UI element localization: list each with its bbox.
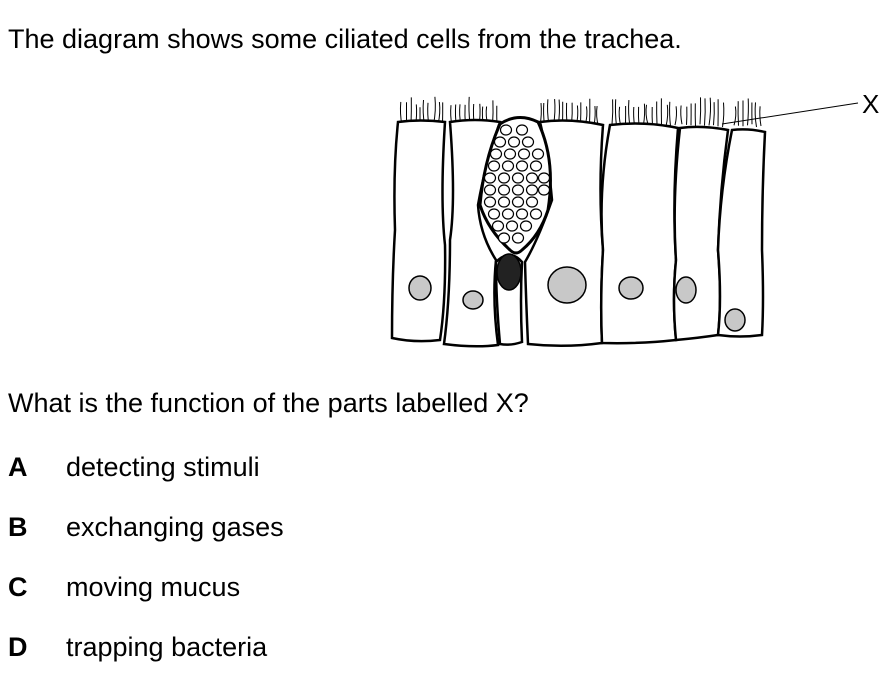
cell-5	[599, 122, 680, 345]
option-c-text: moving mucus	[66, 572, 241, 602]
option-c-letter: C	[8, 572, 28, 602]
mucus-granule	[511, 232, 525, 244]
cilium	[680, 105, 683, 125]
label-x-leader-line	[721, 102, 859, 125]
cilium	[722, 102, 725, 128]
cell-7	[716, 128, 767, 338]
mucus-granule	[529, 160, 543, 172]
option-a-text: detecting stimuli	[66, 452, 260, 482]
cilium	[747, 98, 749, 126]
cilium	[704, 98, 706, 126]
mucus-granule	[487, 160, 501, 172]
mucus-granule	[505, 220, 519, 232]
mucus-granule	[511, 196, 525, 208]
ciliated-cells-diagram: X	[390, 89, 879, 348]
cilium	[665, 104, 669, 127]
intro-text: The diagram shows some ciliated cells fr…	[8, 24, 682, 54]
mucus-granule	[493, 136, 507, 148]
mucus-granule	[515, 124, 529, 136]
cilium	[754, 102, 757, 128]
mucus-granule	[531, 148, 545, 160]
nucleus-7	[724, 308, 746, 332]
cilium	[669, 101, 671, 127]
mucus-granule	[515, 160, 529, 172]
cilium	[699, 97, 702, 125]
mucus-granule	[497, 172, 511, 184]
mucus-granule	[483, 184, 497, 196]
mucus-granule	[499, 124, 513, 136]
mucus-granule	[515, 208, 529, 220]
cilium	[611, 99, 614, 125]
mucus-granule	[489, 148, 503, 160]
cilium	[708, 97, 712, 126]
mucus-granule	[497, 232, 511, 244]
mucus-granule	[517, 148, 531, 160]
cell-1	[390, 119, 447, 343]
cilium	[674, 106, 678, 126]
cilium	[643, 103, 646, 125]
nucleus-1	[408, 275, 432, 301]
mucus-granule	[491, 220, 505, 232]
mucus-granule	[521, 136, 535, 148]
cilium	[713, 102, 715, 126]
question-text: What is the function of the parts labell…	[8, 388, 529, 418]
mucus-granule	[503, 148, 517, 160]
mucus-granule	[525, 196, 539, 208]
cilium	[759, 106, 762, 127]
mucus-granule	[501, 160, 515, 172]
nucleus-6	[675, 276, 697, 304]
option-d-text: trapping bacteria	[66, 632, 268, 662]
option-b-letter: B	[8, 512, 28, 542]
mucus-granule	[511, 172, 525, 184]
mucus-granule	[483, 196, 497, 208]
mucus-granule	[497, 196, 511, 208]
option-d-letter: D	[8, 632, 28, 662]
mucus-granule	[525, 172, 539, 184]
label-x: X	[862, 89, 879, 119]
mucus-granule	[483, 172, 497, 184]
nucleus-goblet	[496, 253, 522, 291]
mucus-granule	[537, 184, 551, 196]
mucus-granule	[487, 208, 501, 220]
option-b-text: exchanging gases	[66, 512, 284, 542]
nucleus-4	[547, 266, 587, 304]
mucus-granule	[519, 220, 533, 232]
cilium	[614, 99, 617, 127]
cilium	[645, 104, 649, 125]
mucus-granule	[511, 184, 525, 196]
nucleus-5	[618, 276, 644, 300]
cilium	[733, 106, 737, 126]
mucus-granule	[537, 172, 551, 184]
mucus-granule	[525, 184, 539, 196]
nuclei	[408, 253, 746, 332]
mucus-granule	[497, 184, 511, 196]
cells	[390, 118, 767, 348]
nucleus-2	[462, 290, 484, 310]
mucus-granule	[507, 136, 521, 148]
option-a-letter: A	[8, 452, 28, 482]
mucus-granule	[501, 208, 515, 220]
mucus-granule	[529, 208, 543, 220]
mucus-granules	[483, 124, 551, 244]
